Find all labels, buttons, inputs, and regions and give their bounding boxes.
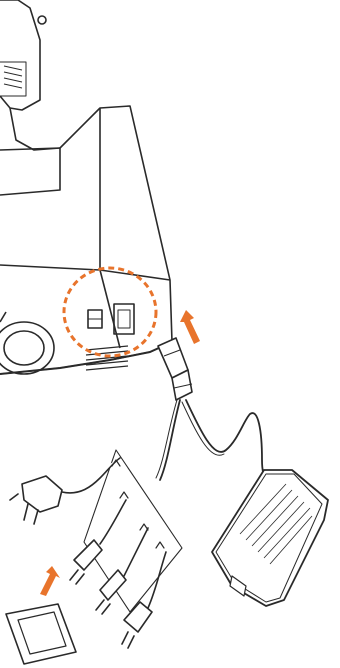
arrow-down-icon <box>40 566 60 596</box>
power-socket-icon <box>114 304 134 334</box>
arrow-up-icon <box>180 310 200 344</box>
handle-hole <box>38 16 46 24</box>
uk-plug <box>10 458 120 524</box>
foot-pedal <box>212 470 328 606</box>
handwheel <box>0 322 54 374</box>
machine-handle <box>0 0 40 110</box>
spool-area <box>0 62 26 96</box>
sewing-machine <box>0 0 172 374</box>
adapter-card <box>6 604 76 664</box>
machine-connector-plug <box>158 338 192 400</box>
power-cable <box>160 400 180 480</box>
us-plug-2 <box>96 528 148 614</box>
